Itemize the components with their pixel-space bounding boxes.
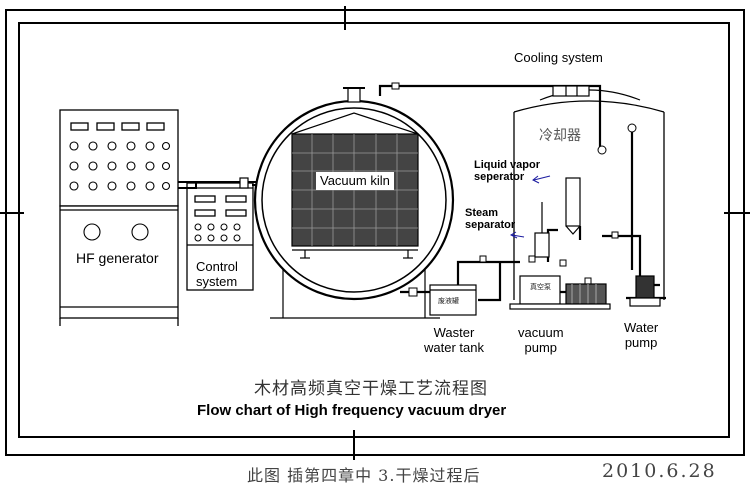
label-hf-generator: HF generator [76,250,159,266]
cable-coupling [239,177,249,189]
hf-generator [59,109,179,326]
label-water-pump: Water pump [624,320,659,350]
footer-date: 2010.6.28 [602,460,717,482]
label-vacuum-pump-cn: 真空泵 [530,283,551,291]
vacuum-kiln [253,87,455,319]
water-pump [629,275,661,307]
cooling-tower [513,85,665,300]
pipe-valves [391,82,637,315]
waste-water-tank [429,284,477,316]
label-cooler-cn: 冷却器 [539,128,581,144]
outer-frame [5,9,745,456]
inner-frame [18,22,730,438]
caption-title-en: Flow chart of High frequency vacuum drye… [197,402,507,419]
label-vacuum-kiln: Vacuum kiln [320,173,390,188]
vacuum-pump [509,275,611,310]
footer-note: 此图 插第四章中 3.干燥过程后 [247,466,481,485]
callout-arrows [509,175,551,239]
label-liquid-vapor-separator: Liquid vapor seperator [474,159,540,183]
label-waster-water-tank: Waster water tank [424,325,484,355]
label-vacuum-pump: vacuum pump [518,325,564,355]
centering-marks [0,6,750,460]
label-control-system: Control system [196,259,238,289]
label-cooling-system: Cooling system [514,50,603,65]
caption-title-cn: 木材高频真空干燥工艺流程图 [254,379,488,399]
label-tank-cn: 废液罐 [438,297,459,305]
label-steam-separator: Steam separator [465,207,516,231]
